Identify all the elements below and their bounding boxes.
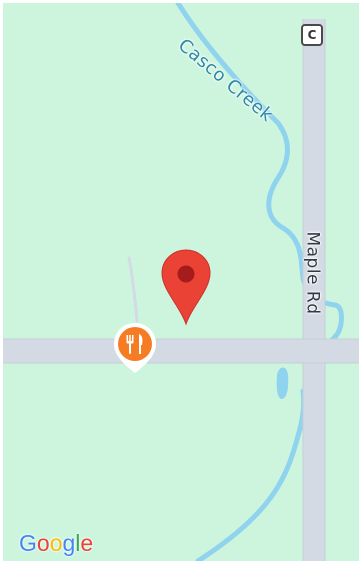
logo-letter: o (36, 530, 50, 556)
creek-path (175, 3, 344, 352)
map-base-layer (3, 3, 359, 561)
maple-rd-road (303, 19, 325, 561)
logo-letter: e (80, 530, 94, 556)
trail (127, 256, 139, 323)
map-canvas[interactable]: C Casco Creek Maple Rd Google (3, 3, 359, 561)
location-pin-icon (161, 249, 211, 326)
restaurant-icon (114, 323, 156, 373)
location-marker[interactable] (158, 248, 214, 328)
creek-path-south (195, 388, 307, 561)
logo-letter: g (62, 530, 76, 556)
logo-letter: G (19, 530, 37, 556)
route-shield: C (301, 24, 323, 46)
east-west-road (3, 339, 359, 363)
restaurant-poi[interactable] (111, 321, 159, 377)
logo-letter: l (75, 530, 81, 556)
road-label: Maple Rd (302, 231, 323, 315)
pond (276, 367, 289, 399)
logo-letter: o (49, 530, 63, 556)
google-logo: Google (19, 530, 93, 557)
